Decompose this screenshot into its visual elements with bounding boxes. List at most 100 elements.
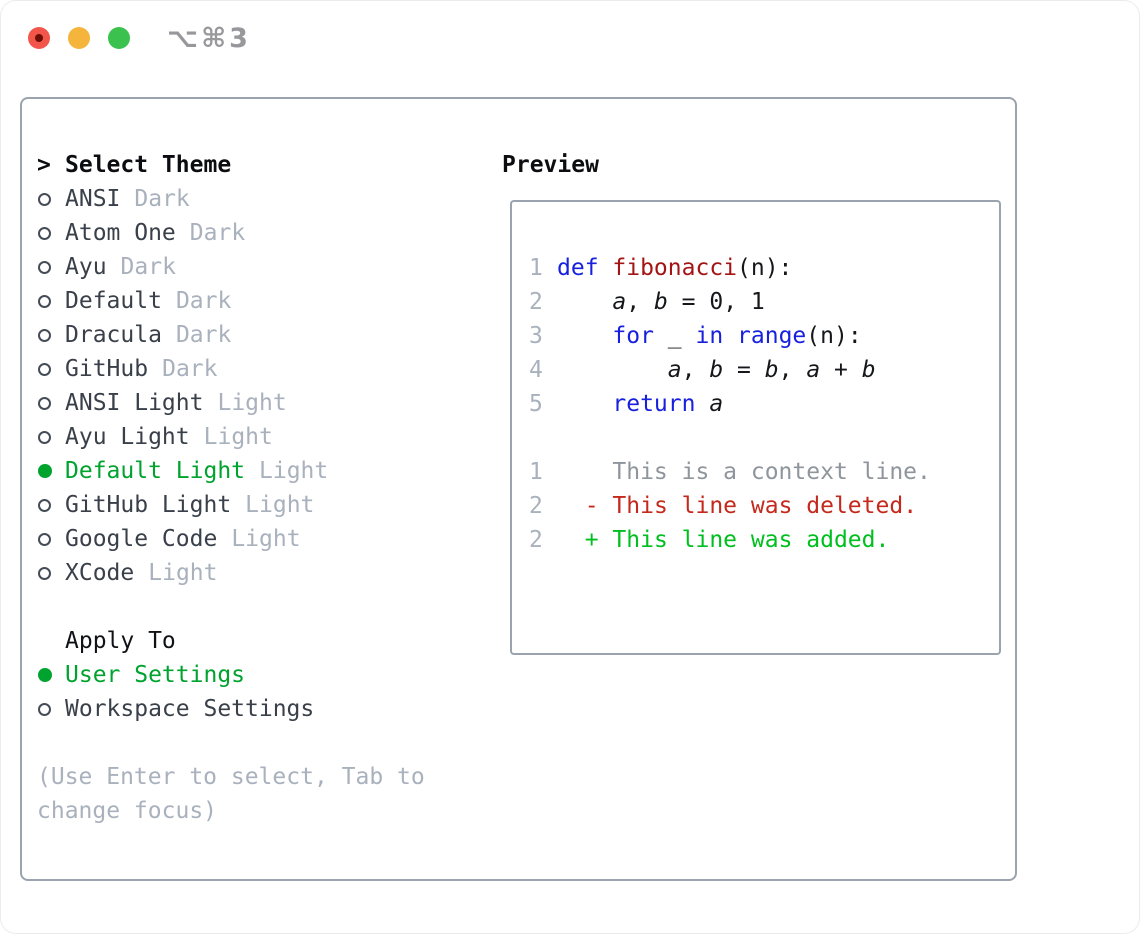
blank-line	[529, 421, 999, 455]
code-line: 3 for _ in range(n):	[529, 319, 999, 353]
diff-segment	[557, 527, 585, 553]
theme-option[interactable]: Ayu Dark	[37, 250, 497, 284]
line-number: 5	[529, 391, 543, 417]
theme-option-label: Default	[65, 288, 162, 314]
theme-list-title: Select Theme	[65, 152, 232, 178]
code-segment: for	[612, 323, 654, 349]
radio-icon	[38, 192, 51, 206]
apply-to-header-row: Apply To	[37, 624, 497, 658]
code-segment: b	[653, 289, 668, 315]
code-line: 4 a, b = b, a + b	[529, 353, 999, 387]
preview-title: Preview	[502, 152, 599, 178]
theme-option[interactable]: GitHub Dark	[37, 352, 497, 386]
code-segment: ,	[681, 357, 710, 383]
radio-icon	[38, 260, 51, 274]
diff-added-line: 2 + This line was added.	[529, 523, 999, 557]
code-line: 2 a, b = 0, 1	[529, 285, 999, 319]
code-segment: b	[861, 357, 876, 383]
theme-option[interactable]: Dracula Dark	[37, 318, 497, 352]
diff-segment: + This line was added.	[584, 527, 890, 553]
theme-option-tag: Dark	[162, 356, 218, 382]
line-number: 2	[529, 289, 543, 315]
line-number: 1	[529, 255, 543, 281]
theme-option-tag: Dark	[120, 254, 176, 280]
theme-option[interactable]: Atom One Dark	[37, 216, 497, 250]
theme-option[interactable]: XCode Light	[37, 556, 497, 590]
theme-option-label: GitHub Light	[65, 492, 232, 518]
diff-deleted-line: 2 - This line was deleted.	[529, 489, 999, 523]
code-segment: _	[653, 323, 696, 349]
code-segment: def	[557, 255, 613, 281]
code-segment: fibonacci	[612, 255, 738, 281]
apply-to-option-label: User Settings	[65, 662, 246, 688]
apply-to-option-selected[interactable]: User Settings	[37, 658, 497, 692]
theme-picker-panel: > Select Theme ANSI Dark Atom One Dark A…	[20, 97, 1017, 881]
code-segment: (n):	[737, 255, 793, 281]
code-segment: b	[709, 357, 724, 383]
apply-to-option-label: Workspace Settings	[65, 696, 315, 722]
code-segment	[557, 289, 612, 315]
theme-option-tag: Light	[259, 458, 329, 484]
spacer	[37, 726, 497, 760]
code-segment: +	[820, 357, 862, 383]
code-segment: a	[709, 391, 724, 417]
code-segment: return	[612, 391, 696, 417]
theme-option[interactable]: GitHub Light Light	[37, 488, 497, 522]
spacer	[37, 590, 497, 624]
code-segment	[557, 323, 612, 349]
theme-option-tag: Light	[231, 526, 301, 552]
theme-option[interactable]: Google Code Light	[37, 522, 497, 556]
radio-icon	[38, 566, 51, 580]
code-segment: =	[723, 357, 765, 383]
theme-option[interactable]: Ayu Light Light	[37, 420, 497, 454]
code-segment: in	[695, 323, 724, 349]
code-segment: a	[612, 289, 627, 315]
theme-option-label: ANSI Light	[65, 390, 204, 416]
theme-option-tag: Dark	[189, 220, 246, 246]
theme-option-label: ANSI	[65, 186, 121, 212]
close-button-icon[interactable]	[28, 27, 50, 49]
theme-option[interactable]: ANSI Light Light	[37, 386, 497, 420]
code-segment: ,	[778, 357, 807, 383]
code-line: 1 def fibonacci(n):	[529, 251, 999, 285]
radio-icon	[38, 328, 51, 342]
theme-list: > Select Theme ANSI Dark Atom One Dark A…	[37, 148, 497, 828]
code-segment: range	[737, 323, 807, 349]
theme-option-tag: Light	[245, 492, 315, 518]
line-number: 1	[529, 459, 543, 485]
theme-option-label: Ayu Light	[65, 424, 190, 450]
theme-option[interactable]: Default Dark	[37, 284, 497, 318]
maximize-button-icon[interactable]	[108, 27, 130, 49]
theme-option-tag: Dark	[175, 322, 232, 348]
theme-option-label: Ayu	[65, 254, 107, 280]
radio-selected-icon	[38, 464, 52, 478]
keyboard-shortcut-label: ⌥⌘3	[167, 23, 251, 54]
diff-segment	[557, 493, 585, 519]
code-segment	[695, 391, 709, 417]
theme-option-tag: Light	[217, 390, 287, 416]
theme-option-tag: Light	[203, 424, 273, 450]
theme-option-tag: Dark	[134, 186, 190, 212]
code-segment	[557, 391, 612, 417]
minimize-button-icon[interactable]	[68, 27, 90, 49]
code-segment: = 0, 1	[667, 289, 765, 315]
unsaved-dot-icon	[35, 34, 43, 42]
code-segment: b	[764, 357, 779, 383]
window-controls	[28, 27, 130, 49]
line-number: 2	[529, 527, 543, 553]
theme-option-label: Default Light	[65, 458, 246, 484]
code-segment	[557, 357, 668, 383]
code-segment: ,	[626, 289, 654, 315]
code-segment: a	[667, 357, 682, 383]
radio-icon	[38, 294, 51, 308]
radio-selected-icon	[38, 668, 52, 682]
theme-option-label: Atom One	[65, 220, 176, 246]
radio-icon	[38, 498, 51, 512]
code-line: 5 return a	[529, 387, 999, 421]
apply-to-option[interactable]: Workspace Settings	[37, 692, 497, 726]
theme-option-selected[interactable]: Default Light Light	[37, 454, 497, 488]
theme-option[interactable]: ANSI Dark	[37, 182, 497, 216]
diff-segment: This is a context line.	[557, 459, 931, 485]
line-number: 2	[529, 493, 543, 519]
